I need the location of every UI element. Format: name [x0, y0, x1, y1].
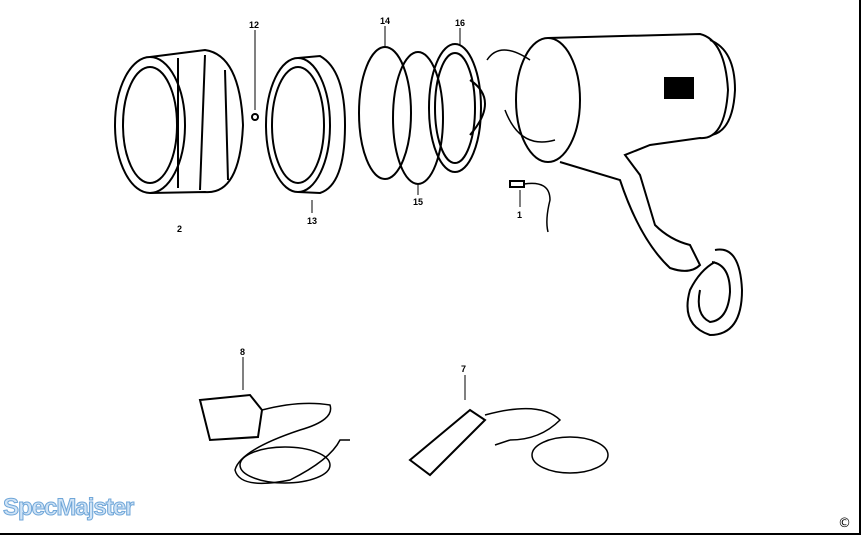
callout-12: 12	[249, 20, 260, 30]
part-15-ring	[392, 51, 444, 195]
watermark-logo: SpecMajster	[2, 494, 134, 522]
part-12-screw	[251, 30, 259, 121]
callout-16: 16	[455, 18, 466, 28]
part-16-reflector	[428, 28, 486, 173]
callout-14: 14	[380, 16, 391, 26]
callout-1: 1	[517, 210, 523, 220]
spotlight-body	[486, 32, 744, 337]
callout-8: 8	[240, 347, 246, 357]
part-8-wall-charger	[198, 357, 350, 485]
callout-7: 7	[461, 364, 467, 374]
copyright-symbol: ©	[838, 516, 851, 531]
part-7-car-charger	[408, 375, 609, 477]
callout-13: 13	[307, 216, 318, 226]
part-2-lens-cap	[114, 48, 245, 194]
part-1-bulb	[509, 180, 551, 233]
part-14-lens	[358, 26, 412, 180]
callout-15: 15	[413, 197, 424, 207]
callout-2: 2	[177, 224, 183, 234]
part-13-bezel	[265, 54, 347, 213]
